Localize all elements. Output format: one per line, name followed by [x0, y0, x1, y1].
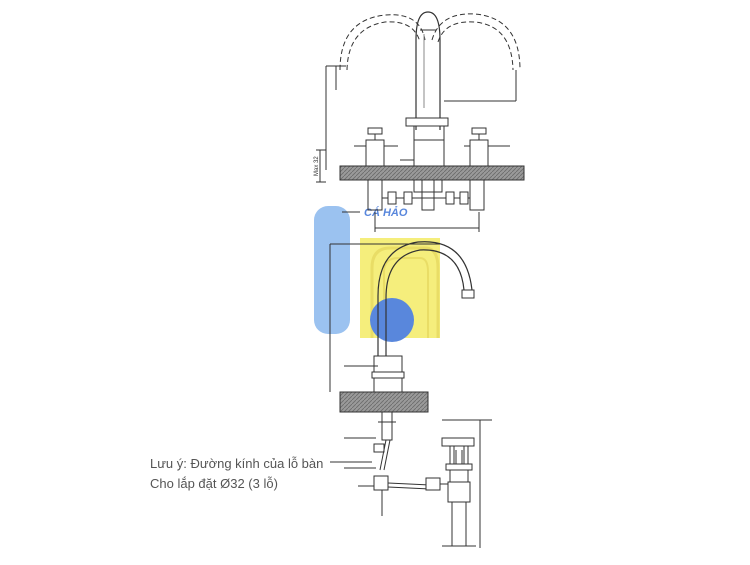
side-spout: [377, 241, 473, 360]
watermark-blue-circle: [370, 298, 414, 342]
connection-hoses: [382, 191, 470, 205]
drain-tailpiece: [451, 501, 467, 547]
note-line-1: Lưu ý: Đường kính của lỗ bàn: [150, 456, 324, 471]
spout: [415, 11, 441, 130]
drain-flange: [441, 437, 475, 447]
installation-note: Lưu ý: Đường kính của lỗ bàn Cho lắp đặt…: [150, 454, 323, 494]
watermark-logo: CÁ HẢO: [314, 206, 440, 342]
dimension-label: Max 32: [314, 156, 320, 176]
lift-rod: [387, 482, 431, 486]
handle-left: [354, 127, 398, 171]
side-counter: [339, 391, 429, 413]
faucet-top-assembly: [316, 11, 525, 232]
handle-right: [464, 127, 510, 171]
pop-up-drain: [358, 419, 492, 548]
watermark-text: CÁ HẢO: [364, 206, 408, 219]
swivel-arc-right: [431, 13, 521, 71]
watermark-blue-bar: [314, 206, 350, 334]
swivel-arc-left: [339, 14, 426, 71]
counter-top: [339, 165, 525, 181]
faucet-side-view: [329, 211, 475, 471]
note-line-2: Cho lắp đặt Ø32 (3 lỗ): [150, 476, 278, 491]
